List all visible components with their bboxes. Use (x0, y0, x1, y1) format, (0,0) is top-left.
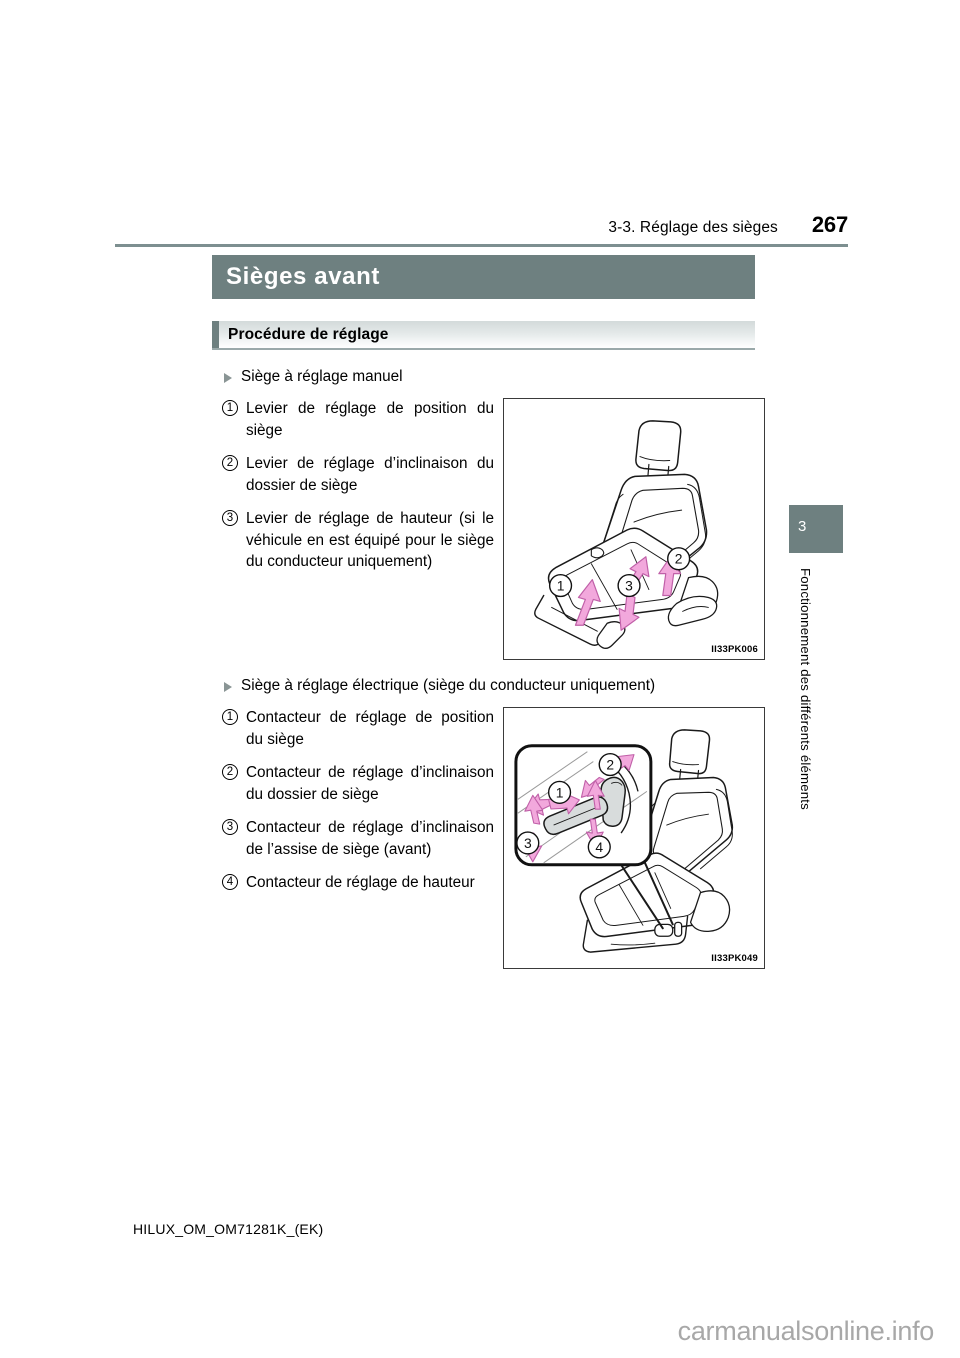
callout-number-2: 2 (222, 764, 238, 780)
list-item: 3 Contacteur de réglage d’inclinaison de… (222, 817, 494, 860)
subheading-power-seat: Siège à réglage électrique (siège du con… (212, 676, 755, 696)
list-item-label: Contacteur de réglage d’inclinaison de l… (246, 819, 494, 858)
callout-number-3: 3 (222, 510, 238, 526)
header-divider (115, 244, 848, 247)
subheading-power-seat-label: Siège à réglage électrique (siège du con… (241, 677, 656, 694)
figure-code: II33PK049 (711, 953, 758, 964)
figure-code: II33PK006 (711, 644, 758, 655)
manual-seat-block: 1 Levier de réglage de position du siège… (212, 398, 765, 660)
breadcrumb: 3-3. Réglage des sièges (608, 219, 778, 236)
chapter-vertical-label: Fonctionnement des différents éléments (798, 568, 813, 810)
figure-callout-1: 1 (556, 784, 564, 800)
power-seat-figure-column: 1 2 3 4 II33PK049 (503, 707, 765, 969)
figure-callout-4: 4 (595, 839, 603, 855)
list-item: 1 Contacteur de réglage de position du s… (222, 707, 494, 750)
page-number: 267 (811, 212, 848, 237)
list-item: 2 Contacteur de réglage d’inclinaison du… (222, 762, 494, 805)
manual-seat-figure: 1 2 3 II33PK006 (503, 398, 765, 660)
figure-callout-3: 3 (625, 578, 633, 594)
page-header: 3-3. Réglage des sièges 267 (115, 212, 848, 247)
list-item: 3 Levier de réglage de hauteur (si le vé… (222, 508, 494, 573)
figure-callout-1: 1 (557, 578, 565, 594)
callout-number-1: 1 (222, 400, 238, 416)
document-code: HILUX_OM_OM71281K_(EK) (133, 1221, 324, 1237)
callout-number-4: 4 (222, 874, 238, 890)
watermark: carmanualsonline.info (677, 1316, 935, 1346)
section-heading-bar: Procédure de réglage (212, 321, 755, 350)
power-seat-figure: 1 2 3 4 II33PK049 (503, 707, 765, 969)
subheading-manual-seat-label: Siège à réglage manuel (241, 368, 403, 385)
power-seat-illustration: 1 2 3 4 (514, 729, 734, 953)
chapter-tab: 3 (789, 505, 843, 553)
section-heading: Procédure de réglage (228, 325, 389, 343)
chapter-tab-number: 3 (798, 518, 807, 535)
list-item-label: Contacteur de réglage de hauteur (246, 874, 475, 891)
list-item-label: Contacteur de réglage de position du siè… (246, 709, 494, 748)
list-item: 1 Levier de réglage de position du siège (222, 398, 494, 441)
power-seat-block: 1 Contacteur de réglage de position du s… (212, 707, 765, 969)
list-item: 2 Levier de réglage d’inclinaison du dos… (222, 453, 494, 496)
manual-seat-illustration: 1 2 3 (534, 420, 719, 649)
list-item-label: Levier de réglage de hauteur (si le véhi… (246, 510, 494, 570)
main-content: Sièges avant Procédure de réglage Siège … (212, 255, 765, 969)
subheading-manual-seat: Siège à réglage manuel (212, 367, 755, 387)
page-title: Sièges avant (226, 263, 380, 290)
manual-seat-list: 1 Levier de réglage de position du siège… (212, 398, 494, 585)
figure-callout-2: 2 (606, 757, 614, 773)
page-title-bar: Sièges avant (212, 255, 755, 299)
triangle-bullet-icon (224, 682, 232, 692)
callout-number-3: 3 (222, 819, 238, 835)
list-item-label: Levier de réglage de position du siège (246, 400, 494, 439)
triangle-bullet-icon (224, 373, 232, 383)
callout-number-1: 1 (222, 709, 238, 725)
manual-seat-figure-column: 1 2 3 II33PK006 (503, 398, 765, 660)
callout-number-2: 2 (222, 455, 238, 471)
figure-callout-2: 2 (675, 551, 683, 567)
list-item: 4 Contacteur de réglage de hauteur (222, 872, 494, 894)
power-seat-list: 1 Contacteur de réglage de position du s… (212, 707, 494, 906)
list-item-label: Levier de réglage d’inclinaison du dossi… (246, 455, 494, 494)
figure-callout-3: 3 (524, 835, 532, 851)
list-item-label: Contacteur de réglage d’inclinaison du d… (246, 764, 494, 803)
section-marker (212, 321, 219, 348)
